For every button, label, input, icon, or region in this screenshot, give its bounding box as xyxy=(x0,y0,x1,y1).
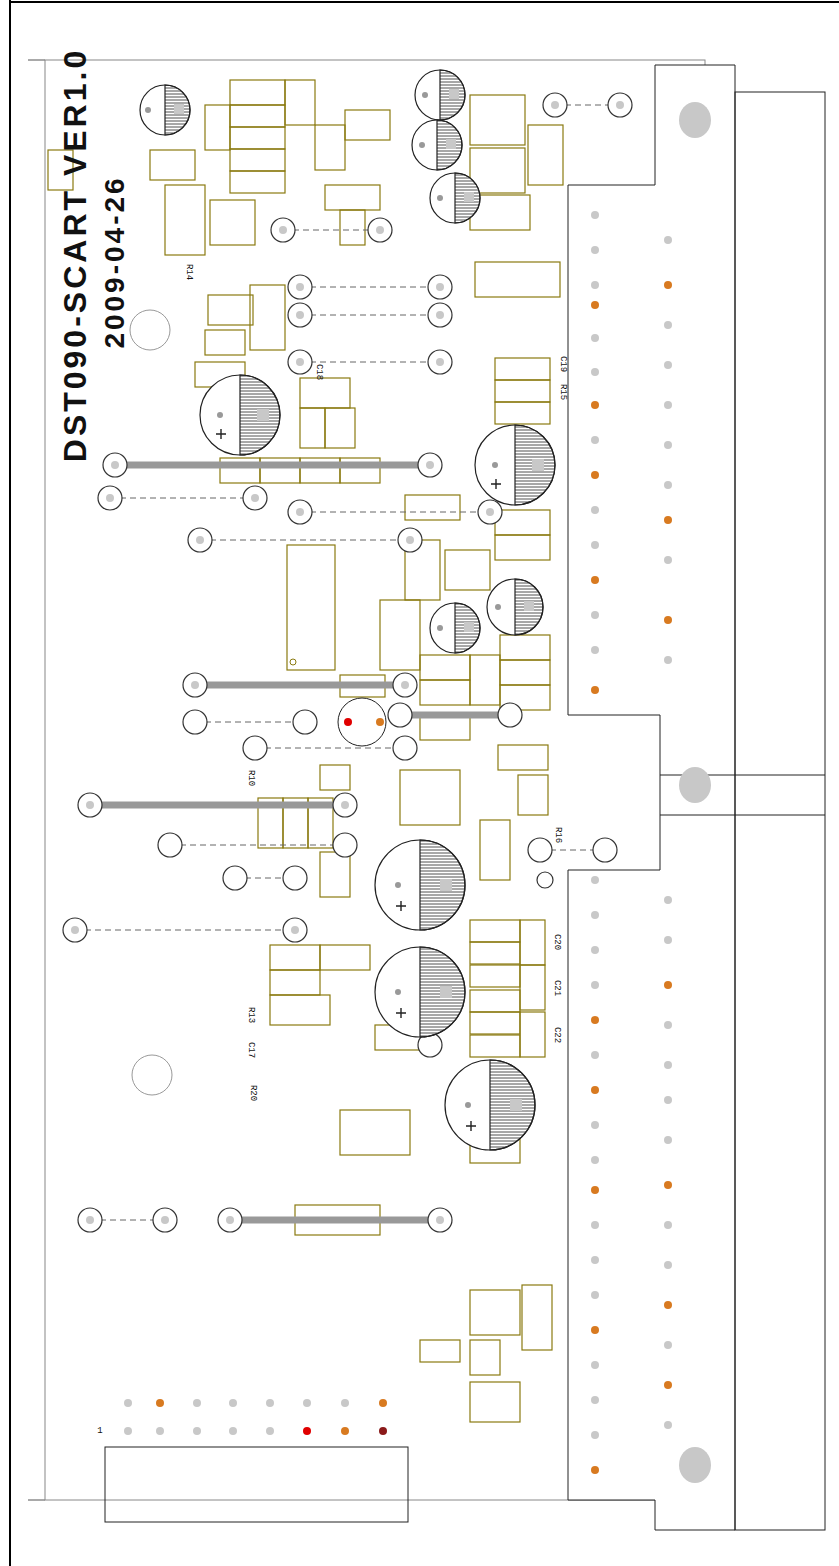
part-designator: C19 xyxy=(558,356,567,372)
electrolytic-capacitors xyxy=(140,70,555,1150)
part-designator: R16 xyxy=(553,827,562,843)
jumper-holes xyxy=(71,101,624,1224)
board-date: 2009-04-26 xyxy=(101,175,129,348)
jumper-wires xyxy=(75,105,620,1220)
part-designator: R20 xyxy=(248,1085,257,1101)
part-designator: C17 xyxy=(246,1042,255,1058)
part-designator: R14 xyxy=(184,264,193,280)
plus-signs xyxy=(216,429,501,1131)
part-designator: R15 xyxy=(558,384,567,400)
part-designator: C21 xyxy=(552,980,561,996)
pin-header xyxy=(105,1399,408,1522)
jumper-pads xyxy=(63,93,632,1232)
connector-pads xyxy=(591,211,672,1474)
plus-marks xyxy=(145,92,501,1108)
part-designator: R13 xyxy=(246,1007,255,1023)
component-outlines xyxy=(48,80,563,1422)
board-title: DST090-SCART VER1.0 xyxy=(59,48,91,462)
part-designator: C22 xyxy=(552,1027,561,1043)
part-designator: C18 xyxy=(314,364,323,380)
part-designator: C20 xyxy=(552,934,561,950)
pin-number: 1 xyxy=(97,1427,102,1436)
part-designator: R10 xyxy=(246,770,255,786)
